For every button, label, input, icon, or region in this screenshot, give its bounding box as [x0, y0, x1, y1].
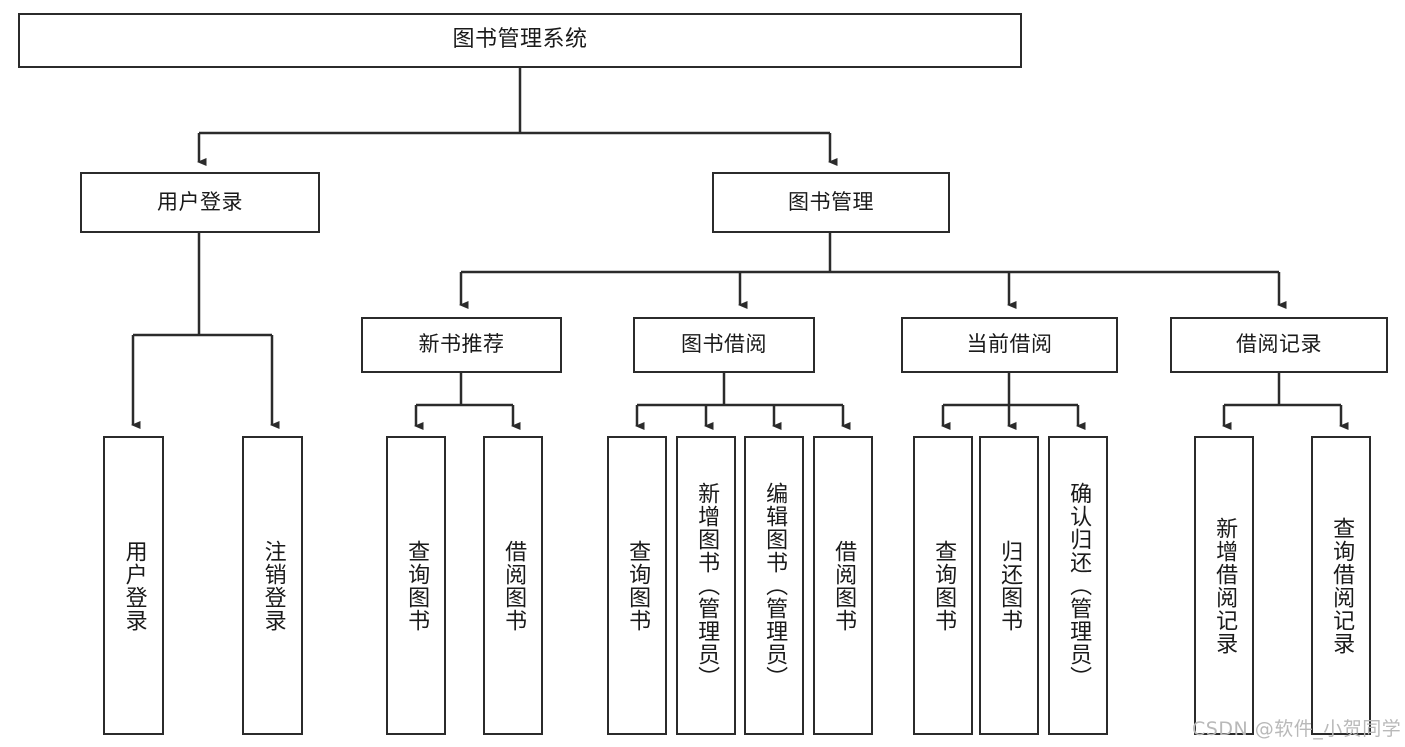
- node-label: 借阅记录: [1236, 332, 1322, 357]
- leaf-current-return-book[interactable]: 归还图书: [979, 436, 1039, 735]
- leaf-user-login[interactable]: 用户登录: [103, 436, 164, 735]
- node-label: 编辑图书（管理员）: [762, 482, 788, 689]
- node-label: 图书管理系统: [452, 27, 588, 53]
- node-label: 新增借阅记录: [1212, 516, 1238, 655]
- node-label: 用户登录: [157, 189, 243, 214]
- node-label: 查询借阅记录: [1329, 516, 1355, 655]
- leaf-current-query-book[interactable]: 查询图书: [913, 436, 973, 735]
- node-user-login[interactable]: 用户登录: [80, 172, 320, 233]
- leaf-current-confirm-return-admin[interactable]: 确认归还（管理员）: [1048, 436, 1108, 735]
- leaf-record-add-borrow-record[interactable]: 新增借阅记录: [1194, 436, 1254, 735]
- leaf-borrow-add-book-admin[interactable]: 新增图书（管理员）: [676, 436, 736, 735]
- leaf-recommend-borrow-book[interactable]: 借阅图书: [483, 436, 543, 735]
- node-label: 确认归还（管理员）: [1066, 482, 1092, 689]
- node-label: 借阅图书: [501, 539, 527, 632]
- watermark-text: CSDN @软件_小贺同学: [1192, 718, 1402, 740]
- node-label: 新书推荐: [418, 332, 505, 357]
- leaf-borrow-borrow-book[interactable]: 借阅图书: [813, 436, 873, 735]
- leaf-borrow-query-book[interactable]: 查询图书: [607, 436, 667, 735]
- leaf-record-query-borrow-record[interactable]: 查询借阅记录: [1311, 436, 1371, 735]
- node-label: 图书管理: [788, 189, 874, 214]
- node-new-book-recommend[interactable]: 新书推荐: [361, 317, 562, 373]
- node-label: 用户登录: [121, 539, 147, 632]
- leaf-borrow-edit-book-admin[interactable]: 编辑图书（管理员）: [744, 436, 804, 735]
- node-label: 新增图书（管理员）: [694, 482, 720, 689]
- node-label: 当前借阅: [966, 332, 1053, 357]
- node-root-library-system[interactable]: 图书管理系统: [18, 13, 1022, 68]
- node-label: 借阅图书: [831, 539, 857, 632]
- node-label: 归还图书: [997, 539, 1023, 632]
- node-current-borrow[interactable]: 当前借阅: [901, 317, 1118, 373]
- node-label: 图书借阅: [681, 332, 767, 357]
- node-label: 查询图书: [404, 539, 430, 632]
- node-book-borrow[interactable]: 图书借阅: [633, 317, 815, 373]
- node-label: 注销登录: [260, 539, 286, 632]
- node-borrow-record[interactable]: 借阅记录: [1170, 317, 1388, 373]
- leaf-recommend-query-book[interactable]: 查询图书: [386, 436, 446, 735]
- leaf-user-logout[interactable]: 注销登录: [242, 436, 303, 735]
- node-label: 查询图书: [931, 539, 957, 632]
- node-book-management[interactable]: 图书管理: [712, 172, 950, 233]
- node-label: 查询图书: [625, 539, 651, 632]
